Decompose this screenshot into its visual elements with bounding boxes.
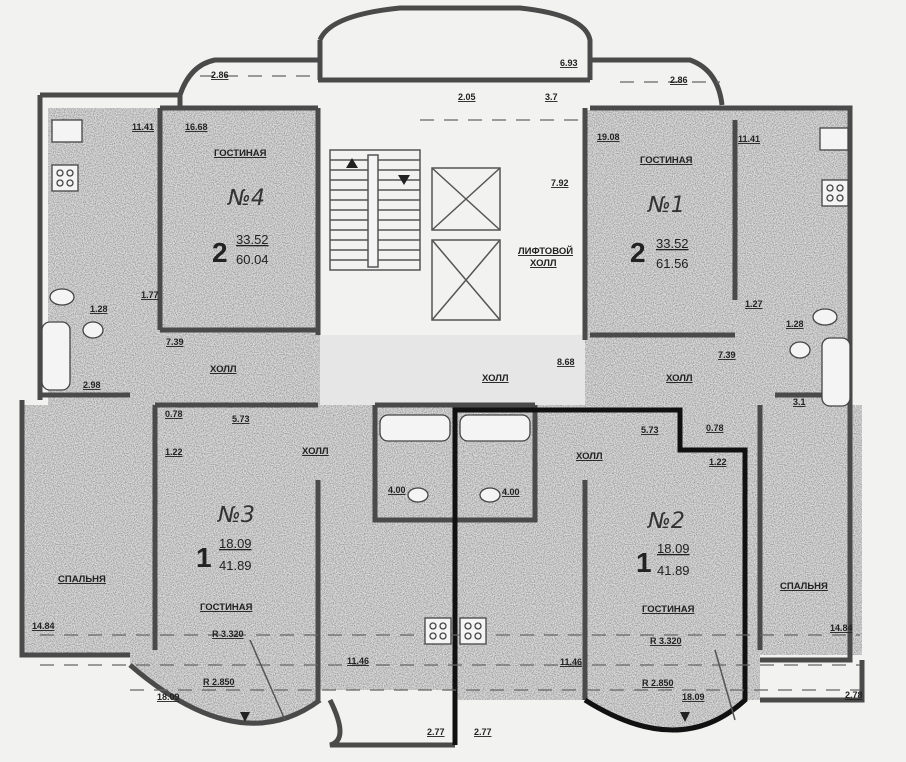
apartment-number: №2: [647, 509, 685, 534]
apartment-1: №1 2 33.52 61.56 ГОСТИНАЯ ХОЛЛ 19.08 11.…: [597, 75, 806, 407]
area-label: 5.73: [641, 425, 659, 435]
apartment-fills: [22, 108, 862, 730]
bathtub-icon: [41, 321, 71, 391]
area-label: 1.22: [709, 457, 727, 467]
stove-icon: [424, 617, 452, 645]
area-label: 1.22: [165, 447, 183, 457]
lift-shafts: [431, 167, 501, 321]
apartment-number: №4: [227, 186, 265, 211]
room-label: ХОЛЛ: [530, 258, 557, 269]
room-count: 2: [212, 237, 228, 268]
stove-icon: [459, 617, 487, 645]
stair-up-arrow-icon: [346, 158, 358, 168]
bathtub-icon: [821, 337, 851, 407]
room-label: ХОЛЛ: [302, 446, 329, 457]
building-core: 2.05 3.7 6.93 7.92 ЛИФТОВОЙ ХОЛЛ 8.68 ХО…: [458, 58, 578, 384]
sink-icon: [819, 127, 849, 151]
area-label: 16.68: [185, 122, 208, 132]
area-label: 3.7: [545, 92, 558, 102]
living-area: 18.09: [219, 536, 252, 551]
dimension-label: R 3.320: [650, 636, 682, 646]
area-label: 1.77: [141, 290, 159, 300]
stove-icon: [821, 179, 849, 207]
room-label: СПАЛЬНЯ: [58, 574, 106, 585]
area-label: 6.93: [560, 58, 578, 68]
area-label: 2.77: [427, 727, 445, 737]
area-label: 11.46: [560, 657, 582, 667]
area-label: 7.39: [718, 350, 736, 360]
sink-icon: [82, 321, 104, 339]
room-count: 2: [630, 237, 646, 268]
stove-icon: [51, 164, 79, 192]
apartment-4: №4 2 33.52 60.04 ГОСТИНАЯ ХОЛЛ 11.41 16.…: [83, 70, 269, 390]
area-label: 4.00: [502, 487, 520, 497]
area-label: 11.41: [738, 134, 760, 144]
area-label: 1.28: [90, 304, 108, 314]
bathtub-icon: [459, 414, 531, 442]
sink-icon: [51, 119, 83, 143]
apartment-2-boundary: [452, 407, 748, 745]
living-area: 33.52: [656, 236, 689, 251]
apartment-3: №3 1 18.09 41.89 ГОСТИНАЯ СПАЛЬНЯ ХОЛЛ 1…: [32, 409, 445, 737]
area-label: 1.27: [745, 299, 763, 309]
area-label: 18.09: [157, 692, 180, 702]
area-label: 4.00: [388, 485, 406, 495]
fixtures: [41, 119, 851, 645]
room-label: СПАЛЬНЯ: [780, 581, 828, 592]
total-area: 41.89: [657, 563, 690, 578]
area-label: 18.09: [682, 692, 705, 702]
sink-icon: [789, 341, 811, 359]
area-label: 5.73: [232, 414, 250, 424]
dimension-label: R 2.850: [642, 678, 674, 688]
toilet-icon: [812, 308, 838, 326]
bathtub-icon: [379, 414, 451, 442]
area-label: 2.77: [474, 727, 492, 737]
area-label: 2.86: [211, 70, 229, 80]
area-label: 2.05: [458, 92, 476, 102]
area-label: 0.78: [165, 409, 183, 419]
room-count: 1: [196, 542, 212, 573]
living-area: 33.52: [236, 232, 269, 247]
toilet-icon: [49, 288, 75, 306]
area-label: 8.68: [557, 357, 575, 367]
area-label: 2.86: [670, 75, 688, 85]
room-label: ХОЛЛ: [666, 373, 693, 384]
stair-down-arrow-icon: [398, 175, 410, 185]
living-area: 18.09: [657, 541, 690, 556]
area-label: 7.39: [166, 337, 184, 347]
apartment-number: №1: [647, 193, 685, 218]
room-label: ХОЛЛ: [482, 373, 509, 384]
room-label: ХОЛЛ: [576, 451, 603, 462]
toilet-icon: [479, 487, 501, 503]
dimension-label: R 2.850: [203, 677, 235, 687]
area-label: 14.84: [830, 623, 853, 633]
area-label: 11.41: [132, 122, 154, 132]
area-label: 7.92: [551, 178, 569, 188]
room-label: ГОСТИНАЯ: [214, 148, 267, 159]
area-label: 0.78: [706, 423, 724, 433]
room-label: ГОСТИНАЯ: [640, 155, 693, 166]
area-label: 19.08: [597, 132, 620, 142]
area-label: 3.1: [793, 397, 806, 407]
room-label: ГОСТИНАЯ: [200, 602, 253, 613]
area-label: 14.84: [32, 621, 55, 631]
dimension-label: R 3.320: [212, 629, 244, 639]
apartment-2: №2 1 18.09 41.89 ГОСТИНАЯ СПАЛЬНЯ ХОЛЛ 1…: [474, 423, 863, 737]
total-area: 61.56: [656, 256, 689, 271]
total-area: 41.89: [219, 558, 252, 573]
area-label: 11.46: [347, 656, 369, 666]
room-count: 1: [636, 547, 652, 578]
apartment-number: №3: [217, 503, 255, 528]
area-label: 1.28: [786, 319, 804, 329]
toilet-icon: [407, 487, 429, 503]
total-area: 60.04: [236, 252, 269, 267]
room-label: ХОЛЛ: [210, 364, 237, 375]
stairwell: [329, 149, 421, 271]
room-label: ЛИФТОВОЙ: [518, 245, 573, 257]
room-label: ГОСТИНАЯ: [642, 604, 695, 615]
area-label: 2.98: [83, 380, 101, 390]
area-label: 2.78: [845, 690, 863, 700]
